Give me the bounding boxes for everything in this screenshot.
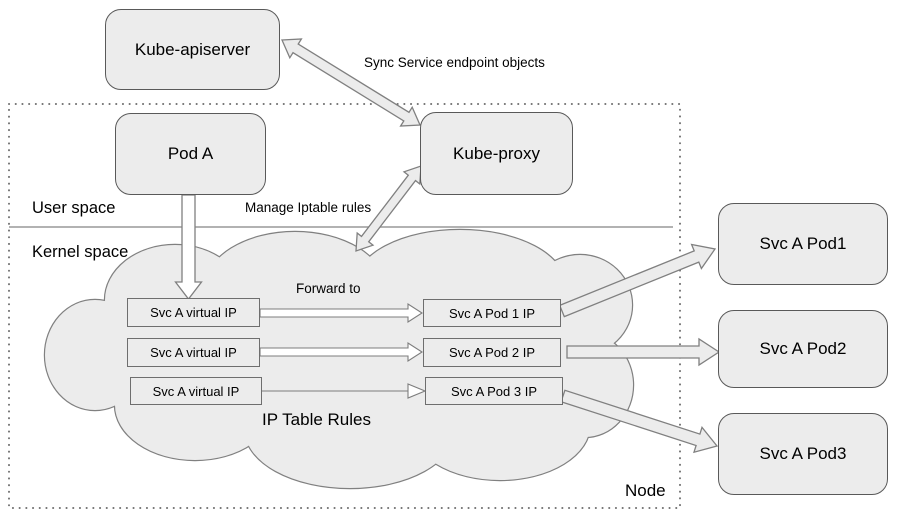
pod3-ip-to-pod3-arrow	[560, 389, 719, 454]
rule2-target-label: Svc A Pod 2 IP	[449, 345, 535, 360]
node-kube-proxy: Kube-proxy	[420, 112, 573, 195]
pod-a-to-vip-arrow	[174, 194, 203, 301]
svc-a-pod2-label: Svc A Pod2	[759, 339, 847, 358]
kernel-space-label: Kernel space	[32, 243, 129, 261]
kube-proxy-label: Kube-proxy	[453, 143, 540, 163]
ip-table-rules-title: IP Table Rules	[262, 410, 371, 429]
pod-a-label: Pod A	[167, 144, 214, 163]
node-boundary-dotted-border	[8, 103, 681, 509]
pod1-ip-to-pod1-arrow	[558, 243, 717, 318]
rule2-virtual-ip-box: Svc A virtual IP	[127, 338, 260, 367]
kube-apiserver-label: Kube-apiserver	[134, 39, 251, 59]
node-pod-a: Pod A	[115, 113, 266, 195]
manage-iptables-double-arrow	[355, 165, 422, 252]
rule3-source-label: Svc A virtual IP	[152, 383, 240, 399]
rule1-pod-ip-box: Svc A Pod 1 IP	[423, 299, 561, 327]
node-label: Node	[625, 481, 666, 500]
rule3-virtual-ip-box: Svc A virtual IP	[130, 377, 262, 405]
rule1-virtual-ip-box: Svc A virtual IP	[127, 298, 260, 327]
manage-iptable-rules-label: Manage Iptable rules	[245, 200, 372, 215]
sync-service-double-arrow	[281, 38, 421, 127]
sync-service-label: Sync Service endpoint objects	[364, 55, 545, 70]
user-space-label: User space	[32, 199, 116, 217]
svc-a-pod3-label: Svc A Pod3	[759, 444, 847, 463]
forward-arrow-rule3-head	[407, 383, 427, 399]
forward-arrow-rule2	[259, 341, 424, 363]
rule3-target-label: Svc A Pod 3 IP	[451, 383, 537, 399]
rule1-target-label: Svc A Pod 1 IP	[449, 305, 535, 321]
svc-a-pod1-label: Svc A Pod1	[759, 234, 847, 253]
rule3-pod-ip-box: Svc A Pod 3 IP	[425, 377, 563, 405]
node-svc-a-pod1: Svc A Pod1	[718, 203, 888, 285]
node-svc-a-pod2: Svc A Pod2	[718, 310, 888, 388]
node-svc-a-pod3: Svc A Pod3	[718, 413, 888, 495]
pod2-ip-to-pod2-arrow	[566, 337, 721, 367]
node-kube-apiserver: Kube-apiserver	[105, 9, 280, 90]
rule2-pod-ip-box: Svc A Pod 2 IP	[423, 338, 561, 367]
forward-arrow-rule1	[259, 302, 424, 324]
rule1-source-label: Svc A virtual IP	[150, 305, 237, 320]
forward-to-label: Forward to	[296, 281, 361, 296]
rule2-source-label: Svc A virtual IP	[150, 345, 237, 360]
